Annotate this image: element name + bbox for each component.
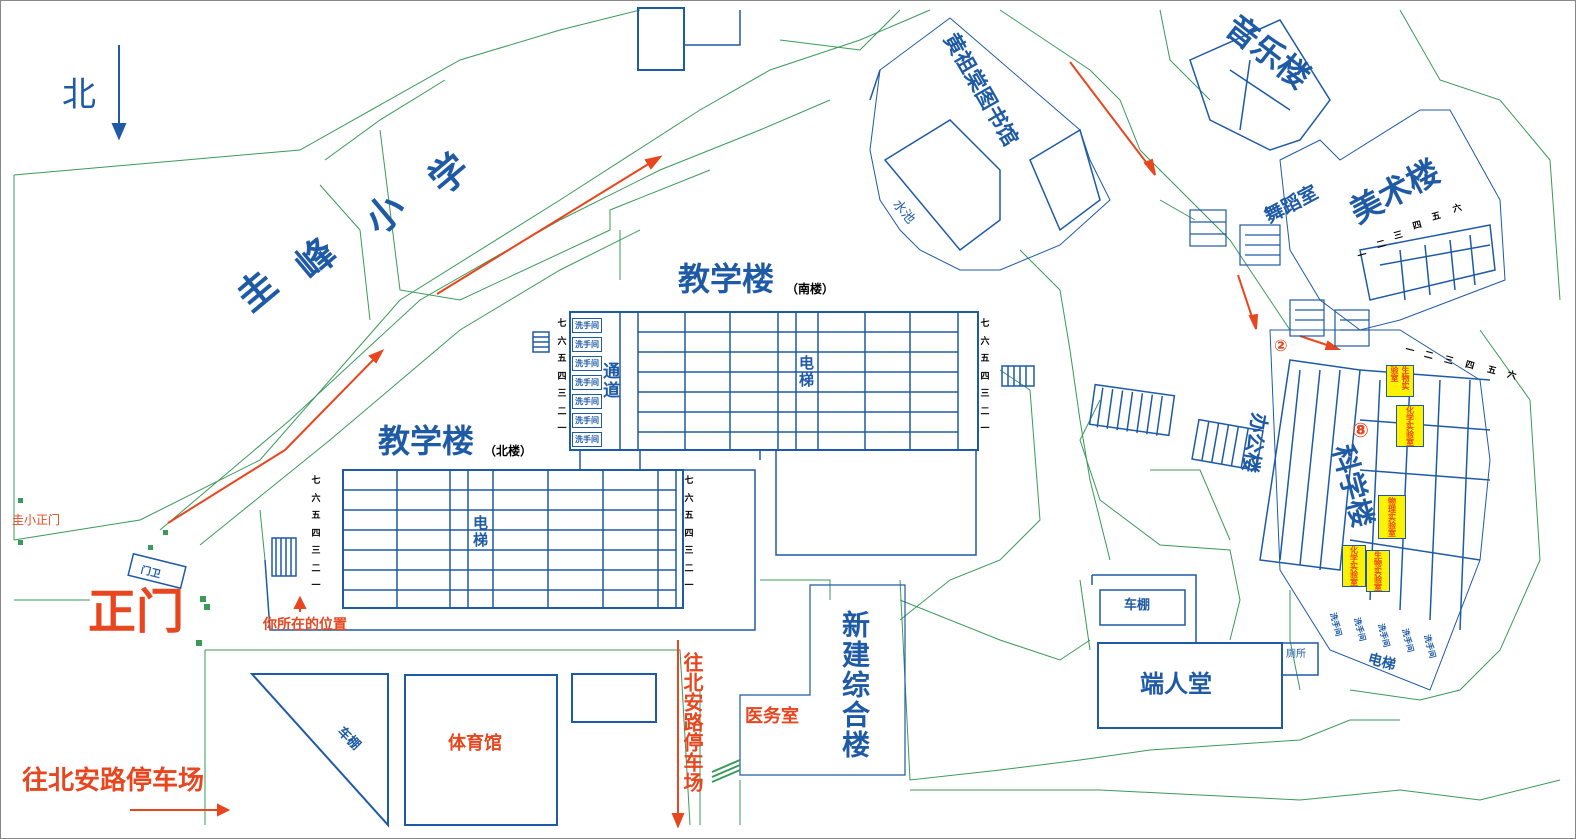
washroom-5: 洗手间 xyxy=(572,394,602,409)
floor-label: 一 xyxy=(980,424,990,434)
science-room-1: 生物实验室 xyxy=(1386,365,1414,397)
carshed-east-label: 车棚 xyxy=(1124,598,1151,613)
medical-label: 医务室 xyxy=(745,706,799,727)
floors-south-right: 七六五四三二一 xyxy=(980,316,990,439)
floor-label: 四 xyxy=(557,371,567,382)
floor-label: 四 xyxy=(684,528,694,539)
parking-direction-vertical[interactable]: 往北安路停车场 xyxy=(680,652,704,792)
washroom-1: 洗手间 xyxy=(572,318,602,333)
washroom-4: 洗手间 xyxy=(572,375,602,390)
teaching-south-title: 教学楼 xyxy=(678,260,775,298)
washroom-7: 洗手间 xyxy=(572,432,602,447)
toilet-label: 厕所 xyxy=(1286,649,1306,660)
main-gate-label[interactable]: 正门 xyxy=(88,584,185,640)
floor-label: 六 xyxy=(684,493,694,504)
floor-label: 七 xyxy=(557,319,567,329)
floor-label: 二 xyxy=(980,406,990,417)
south-elevator-label: 电梯 xyxy=(797,355,815,389)
floor-label: 五 xyxy=(980,354,990,364)
side-gate-label[interactable]: 圭小正门 xyxy=(12,513,61,527)
floor-label: 七 xyxy=(980,319,990,329)
washroom-2: 洗手间 xyxy=(572,337,602,352)
floor-label: 一 xyxy=(311,581,321,591)
floor-label: 三 xyxy=(311,546,321,556)
teaching-north-title: 教学楼 xyxy=(378,422,475,460)
floor-label: 五 xyxy=(311,511,321,521)
science-room-4: 化学实验室 xyxy=(1342,545,1366,587)
north-label: 北 xyxy=(62,75,96,115)
north-arrow-icon xyxy=(112,42,126,140)
washroom-6: 洗手间 xyxy=(572,413,602,428)
floor-label: 六 xyxy=(980,336,990,347)
floor-label: 三 xyxy=(557,389,567,399)
you-are-here-arrow-icon xyxy=(294,598,306,612)
floor-label: 六 xyxy=(311,493,321,504)
science-room-2: 化学实验室 xyxy=(1396,405,1424,447)
floor-label: 六 xyxy=(557,336,567,347)
floor-label: 五 xyxy=(557,354,567,364)
floor-label: 四 xyxy=(980,371,990,382)
you-are-here-label: 你所在的位置 xyxy=(263,617,347,633)
marker-2: ② xyxy=(1274,336,1288,355)
floor-label: 三 xyxy=(684,546,694,556)
floor-label: 五 xyxy=(684,511,694,521)
floor-label: 四 xyxy=(311,528,321,539)
passage-label: 通道 xyxy=(599,362,619,400)
marker-8: ⑧ xyxy=(1352,418,1369,442)
teaching-south-sub: （南楼） xyxy=(786,282,835,296)
floor-label: 二 xyxy=(684,563,694,574)
science-room-3: 物理实验室 xyxy=(1378,495,1406,539)
new-complex-label: 新建综合楼 xyxy=(838,610,871,760)
floor-label: 一 xyxy=(684,581,694,591)
floor-label: 七 xyxy=(311,476,321,486)
north-elevator-label: 电梯 xyxy=(471,515,489,549)
duanren-label: 端人堂 xyxy=(1140,670,1212,698)
science-room-5: 生物实验室 xyxy=(1366,550,1390,592)
floor-label: 二 xyxy=(311,563,321,574)
floors-north-left: 七六五四三二一 xyxy=(311,473,321,596)
floor-label: 七 xyxy=(684,476,694,486)
gym-label: 体育馆 xyxy=(448,733,502,754)
parking-arrow-icon xyxy=(130,804,228,816)
washroom-3: 洗手间 xyxy=(572,356,602,371)
parking-direction-bottom[interactable]: 往北安路停车场 xyxy=(22,766,205,796)
teaching-north-sub: （北楼） xyxy=(484,444,533,458)
floor-label: 二 xyxy=(557,406,567,417)
floors-south-left: 七六五四三二一 xyxy=(557,316,567,439)
floor-label: 一 xyxy=(557,424,567,434)
floor-label: 三 xyxy=(980,389,990,399)
floors-north-right: 七六五四三二一 xyxy=(684,473,694,596)
